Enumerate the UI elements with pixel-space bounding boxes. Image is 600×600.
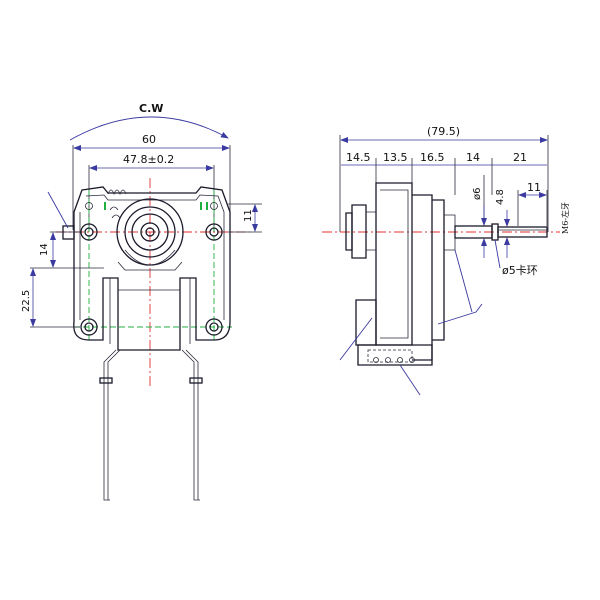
width-dim-text: 60 bbox=[142, 133, 156, 146]
hole-spacing-dim-text: 47.8±0.2 bbox=[123, 153, 174, 166]
seg5-text: 21 bbox=[513, 151, 527, 164]
rotation-arc bbox=[69, 116, 229, 141]
side-view: (79.5) 14.5 13.5 16.5 14 21 bbox=[322, 125, 570, 396]
side-body bbox=[375, 182, 413, 346]
left-dim-22-text: 22.5 bbox=[21, 290, 32, 312]
seg4-text: 14 bbox=[466, 151, 480, 164]
seg3-text: 16.5 bbox=[420, 151, 445, 164]
overall-dim-text: (79.5) bbox=[427, 125, 460, 138]
left-tab bbox=[62, 225, 75, 240]
mounting-holes bbox=[80, 202, 223, 336]
flat-dim-text: 4.8 bbox=[495, 189, 506, 205]
front-view: C.W 60 47.8±0.2 bbox=[21, 102, 262, 501]
lead-wires bbox=[99, 349, 203, 501]
motor-frame bbox=[73, 186, 231, 351]
right-dim-text: 11 bbox=[243, 209, 254, 222]
motor-shaft bbox=[454, 223, 548, 241]
left-dim-14-text: 14 bbox=[39, 243, 50, 256]
seg2-text: 13.5 bbox=[383, 151, 408, 164]
clip-label: ø5卡环 bbox=[502, 264, 538, 277]
seg1-text: 14.5 bbox=[346, 151, 371, 164]
shaft-dia-text: ø6 bbox=[472, 188, 483, 200]
thread-len-text: 11 bbox=[527, 181, 541, 194]
rotation-label: C.W bbox=[139, 102, 163, 115]
rotor-hub bbox=[116, 198, 184, 271]
thread-label: M6-左牙 bbox=[560, 202, 570, 234]
coil-spring bbox=[107, 189, 127, 219]
